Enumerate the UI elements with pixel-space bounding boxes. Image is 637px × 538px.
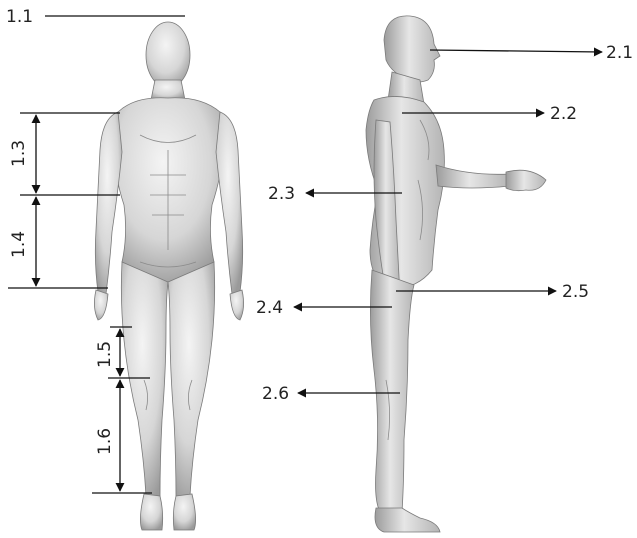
- front-arm-left: [95, 112, 122, 294]
- front-foot-right: [173, 494, 195, 530]
- side-leg: [370, 270, 414, 512]
- label-1-3: 1.3: [9, 140, 29, 167]
- side-measurements: [294, 50, 602, 393]
- label-2-1: 2.1: [606, 43, 633, 63]
- label-2-2: 2.2: [550, 104, 577, 124]
- front-torso: [112, 98, 226, 282]
- label-2-6: 2.6: [262, 384, 289, 404]
- label-1-6: 1.6: [95, 428, 115, 455]
- label-2-3: 2.3: [268, 184, 295, 204]
- label-1-4: 1.4: [9, 231, 29, 258]
- front-head: [146, 22, 190, 88]
- front-hand-right: [230, 290, 244, 320]
- front-leg-right: [168, 262, 215, 498]
- side-foot: [375, 508, 440, 532]
- front-foot-left: [140, 494, 162, 530]
- label-1-5: 1.5: [95, 341, 115, 368]
- side-figure: [366, 16, 546, 532]
- label-2-5: 2.5: [562, 282, 589, 302]
- front-arm-right: [216, 112, 243, 294]
- label-2-4: 2.4: [256, 298, 283, 318]
- label-1-1: 1.1: [6, 7, 33, 27]
- front-hand-left: [94, 290, 108, 320]
- side-arm-extended: [436, 165, 510, 188]
- front-leg-left: [121, 262, 168, 498]
- arrow-2-1: [430, 50, 602, 52]
- front-neck: [151, 80, 185, 100]
- side-hand-extended: [506, 170, 546, 190]
- front-figure: [94, 22, 243, 530]
